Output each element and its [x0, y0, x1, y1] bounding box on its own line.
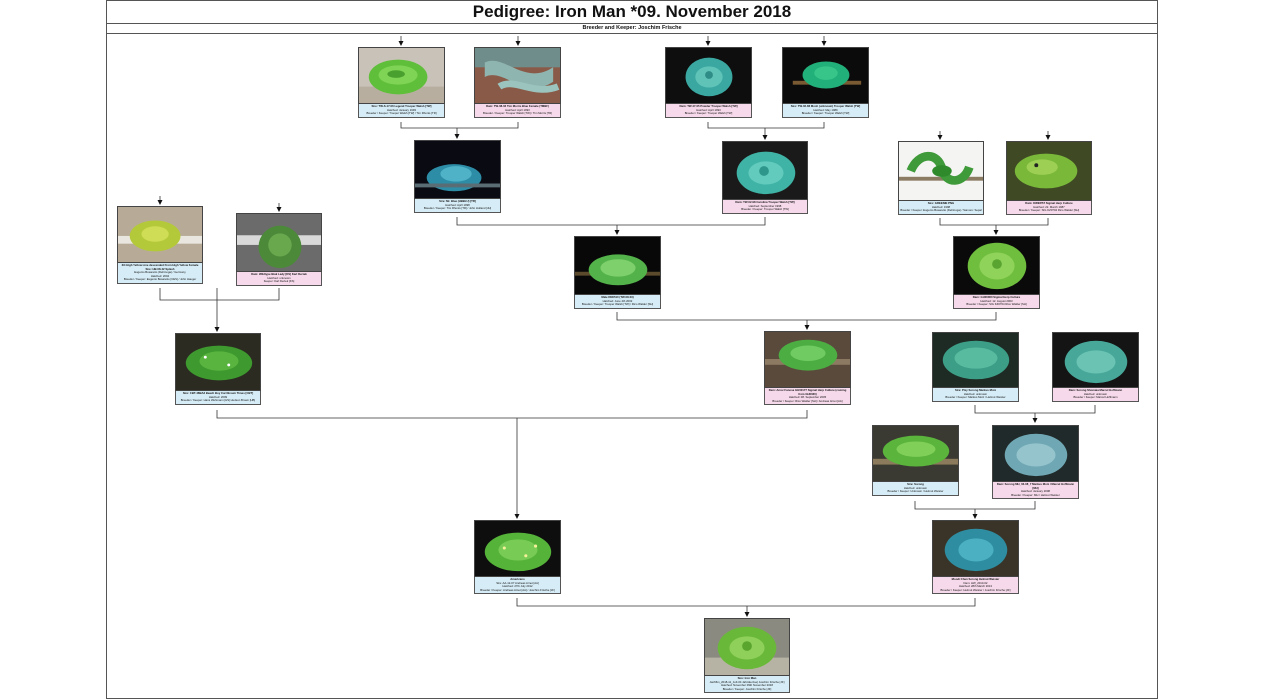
snake-photo — [953, 236, 1040, 295]
card-caption: Dem: Amor Fanosa GH00177 Sigmal Herp Cul… — [764, 388, 851, 406]
card-sire-mosh: Sire: TW-02-86 Mosh (unknown) Trooper Wa… — [782, 47, 869, 118]
card-caption: 3/4 High Yellow Line descended From High… — [117, 263, 203, 284]
snake-photo — [574, 236, 661, 295]
card-sire-dn0510: Male DN0510 (TW-08-03)Hatched: June 4th … — [574, 236, 661, 309]
card-sire-mr-blue: Sire: Mr. Blue (HBBLU) [TR]Hatched: Apri… — [414, 140, 501, 213]
snake-photo — [236, 213, 322, 272]
snake-photo — [872, 425, 959, 482]
card-sire-splash: 3/4 High Yellow Line descended From High… — [117, 206, 203, 284]
card-dam-amor-fanosa: Dem: Amor Fanosa GH00177 Sigmal Herp Cul… — [764, 331, 851, 406]
snake-photo — [764, 331, 851, 388]
card-dam-tmbf: Dam: TW-08-02 Tim Morris Blue Female (TM… — [474, 47, 561, 118]
page-title: Pedigree: Iron Man *09. November 2018 — [472, 2, 792, 21]
card-dam-biak-lady: Dam: Wildtype Biak Lady [KS] Karl Dertek… — [236, 213, 322, 286]
snake-photo — [704, 618, 790, 676]
snake-photo — [782, 47, 869, 104]
card-dam-powder: Dam: TW-47-05 Powder Trooper Walsh [TW]H… — [665, 47, 752, 118]
card-caption: Sire: TW-S-17-06 Legend Trooper Walsh [T… — [358, 104, 445, 118]
card-caption: Sire: Mr. Blue (HBBLU) [TR]Hatched: Apri… — [414, 199, 501, 213]
card-caption: Dam: TW-47-05 Powder Trooper Walsh [TW]H… — [665, 104, 752, 118]
card-caption: Dam: TW-02-98 Carolina Trooper Walsh [TW… — [722, 200, 808, 214]
card-caption: Dam: Sorong MH_03-08_7 Markus Motz / Mar… — [992, 482, 1079, 500]
card-caption: Sire: CBT-48BA3 Beach Boy Carl Brown Tim… — [175, 391, 261, 405]
page-subtitle: Breeder and Keeper: Joschim Frische — [106, 23, 1158, 34]
card-caption: Dam: TW-08-02 Tim Morris Blue Female (TM… — [474, 104, 561, 118]
snake-photo — [474, 520, 561, 577]
card-caption: Male DN0510 (TW-08-03)Hatched: June 4th … — [574, 295, 661, 309]
snake-photo — [992, 425, 1079, 482]
snake-photo — [414, 140, 501, 199]
card-sire-beach-boy: Sire: CBT-48BA3 Beach Boy Carl Brown Tim… — [175, 333, 261, 405]
snake-photo — [932, 520, 1019, 577]
card-caption: Sire: TW-02-86 Mosh (unknown) Trooper Wa… — [782, 104, 869, 118]
snake-photo — [358, 47, 445, 104]
snake-photo — [175, 333, 261, 391]
card-sire-legend: Sire: TW-S-17-06 Legend Trooper Walsh [T… — [358, 47, 445, 118]
card-dam-carolina: Dam: TW-02-98 Carolina Trooper Walsh [TW… — [722, 141, 808, 214]
snake-photo — [898, 141, 984, 201]
snake-photo — [474, 47, 561, 104]
snake-photo — [1006, 141, 1092, 201]
card-dam-sorong-mh: Dam: Sorong MH_03-08_7 Markus Motz / Mar… — [992, 425, 1079, 500]
card-caption: Dam: Wildtype Biak Lady [KS] Karl Dertek… — [236, 272, 322, 286]
snake-photo — [665, 47, 752, 104]
snake-photo — [722, 141, 808, 200]
snake-photo — [1052, 332, 1139, 388]
snake-photo — [117, 206, 203, 263]
snake-photo — [932, 332, 1019, 388]
